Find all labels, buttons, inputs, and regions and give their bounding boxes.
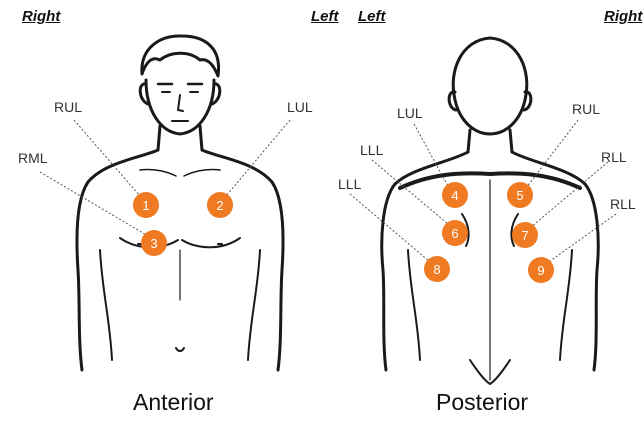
lobe-label-p-rll-1: RLL — [601, 149, 627, 165]
lobe-label-p-rll-2: RLL — [610, 196, 636, 212]
anterior-right-label: Right — [22, 8, 60, 25]
anterior-left-label: Left — [311, 8, 339, 25]
marker-1: 1 — [133, 192, 159, 218]
marker-5-number: 5 — [516, 188, 523, 203]
posterior-figure — [382, 38, 598, 384]
marker-9-number: 9 — [537, 263, 544, 278]
marker-2-number: 2 — [216, 198, 223, 213]
marker-6-number: 6 — [451, 226, 458, 241]
marker-8: 8 — [424, 256, 450, 282]
posterior-left-label: Left — [358, 8, 386, 25]
lobe-label-p-lll-1: LLL — [360, 142, 383, 158]
anterior-caption: Anterior — [133, 389, 214, 416]
anterior-figure — [77, 36, 283, 370]
lobe-label-p-lul: LUL — [397, 105, 423, 121]
marker-9: 9 — [528, 257, 554, 283]
marker-8-number: 8 — [433, 262, 440, 277]
marker-7-number: 7 — [521, 228, 528, 243]
marker-4-number: 4 — [451, 188, 458, 203]
lobe-label-a-rml: RML — [18, 150, 48, 166]
auscultation-markers: 1 2 3 4 5 6 7 8 9 — [133, 182, 554, 283]
marker-3-number: 3 — [150, 236, 157, 251]
lobe-label-p-rul: RUL — [572, 101, 600, 117]
posterior-right-label: Right — [604, 8, 642, 25]
marker-5: 5 — [507, 182, 533, 208]
marker-1-number: 1 — [142, 198, 149, 213]
lobe-label-a-lul: LUL — [287, 99, 313, 115]
lobe-label-p-lll-2: LLL — [338, 176, 361, 192]
lobe-label-a-rul: RUL — [54, 99, 82, 115]
marker-6: 6 — [442, 220, 468, 246]
marker-2: 2 — [207, 192, 233, 218]
marker-4: 4 — [442, 182, 468, 208]
posterior-caption: Posterior — [436, 389, 528, 416]
marker-3: 3 — [141, 230, 167, 256]
marker-7: 7 — [512, 222, 538, 248]
